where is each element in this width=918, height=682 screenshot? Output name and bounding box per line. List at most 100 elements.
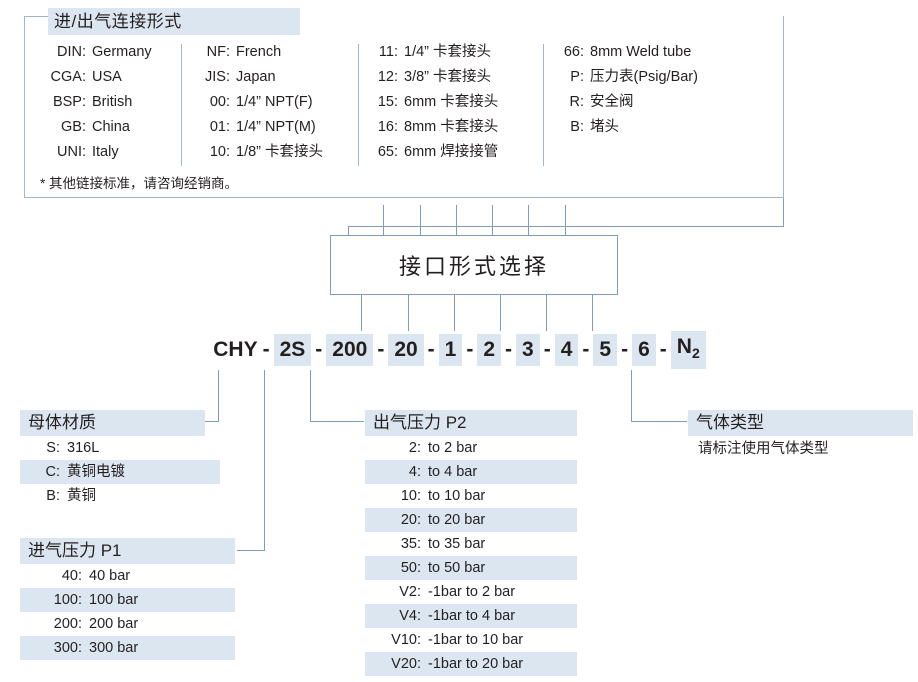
riser-3 xyxy=(420,205,421,236)
option-code: B: xyxy=(46,488,60,504)
option-desc: -1bar to 10 bar xyxy=(428,632,524,648)
elbow-inlet-horizontal xyxy=(237,550,265,551)
option-row: 2: to 2 bar xyxy=(365,436,577,460)
dropper-5 xyxy=(546,295,547,331)
connection-code: B: xyxy=(570,119,584,135)
connection-desc: 8mm 卡套接头 xyxy=(404,119,499,135)
connection-desc: China xyxy=(92,119,130,135)
connection-code: 01: xyxy=(209,119,230,135)
connection-code: 16: xyxy=(377,119,398,135)
connection-row: 11:1/4” 卡套接头 xyxy=(372,40,532,65)
connection-desc: 1/8” 卡套接头 xyxy=(236,144,324,160)
option-desc: 200 bar xyxy=(89,616,139,632)
option-row: 100: 100 bar xyxy=(20,588,235,612)
option-code: 50: xyxy=(400,560,421,576)
option-code: 2: xyxy=(408,440,421,456)
option-row: 200:200 bar xyxy=(20,612,235,636)
code-separator: - xyxy=(466,338,474,361)
option-code: V10: xyxy=(391,632,421,648)
connection-code: R: xyxy=(569,94,585,110)
connection-row: 12: 3/8” 卡套接头 xyxy=(372,65,532,90)
code-token: 20 xyxy=(388,334,424,366)
connection-code: 15: xyxy=(377,94,398,110)
option-row: S:316L xyxy=(20,436,220,460)
connection-code: NF: xyxy=(206,44,230,60)
connection-desc: 6mm 焊接接管 xyxy=(404,144,499,160)
option-desc: 黄铜电镀 xyxy=(67,464,125,480)
gas-type-panel: 气体类型 请标注使用气体类型 xyxy=(688,410,913,462)
body-material-list: S:316L C: 黄铜电镀 B: 黄铜 xyxy=(20,436,220,508)
connection-row: CGA: USA xyxy=(44,65,174,90)
code-token: 2 xyxy=(477,334,502,366)
option-code: V4: xyxy=(399,608,421,624)
option-desc: 黄铜 xyxy=(67,488,96,504)
option-desc: 100 bar xyxy=(89,592,139,608)
option-row: 35:to 35 bar xyxy=(365,532,577,556)
gas-type-title: 气体类型 xyxy=(688,410,913,436)
connection-row: JIS: Japan xyxy=(196,65,346,90)
connection-form-note: * 其他链接标准，请咨询经销商。 xyxy=(40,176,239,191)
code-separator: - xyxy=(582,338,590,361)
connection-desc: British xyxy=(92,94,133,110)
riser-7 xyxy=(565,205,566,236)
connection-desc: 6mm 卡套接头 xyxy=(404,94,499,110)
code-token: 1 xyxy=(438,334,463,366)
code-separator: - xyxy=(315,338,323,361)
option-row: 300:300 bar xyxy=(20,636,235,660)
option-row: 20:to 20 bar xyxy=(365,508,577,532)
connection-code: 65: xyxy=(377,144,398,160)
option-desc: -1bar to 4 bar xyxy=(428,608,516,624)
code-token: 5 xyxy=(593,334,618,366)
connection-code: 00: xyxy=(209,94,230,110)
connection-row: BSP:British xyxy=(44,90,174,115)
connection-code: 12: xyxy=(377,69,398,85)
connection-row: 01:1/4” NPT(M) xyxy=(196,115,346,140)
connection-code: GB: xyxy=(61,119,86,135)
dropper-2 xyxy=(408,295,409,331)
outlet-pressure-title: 出气压力 P2 xyxy=(365,410,577,436)
connection-desc: Japan xyxy=(236,69,276,85)
option-code: 20: xyxy=(400,512,421,528)
code-separator: - xyxy=(543,338,551,361)
connection-desc: 安全阀 xyxy=(590,94,634,110)
connection-form-box xyxy=(24,16,784,198)
connection-code: JIS: xyxy=(205,69,230,85)
option-code: 100: xyxy=(53,592,82,608)
code-separator: - xyxy=(505,338,513,361)
connection-row: R: 安全阀 xyxy=(558,90,738,115)
gas-type-note: 请标注使用气体类型 xyxy=(698,441,829,457)
connection-column-3: 11:1/4” 卡套接头 12: 3/8” 卡套接头 15: 6mm 卡套接头 16: 8m… xyxy=(372,40,532,165)
connection-desc: USA xyxy=(92,69,122,85)
option-row: 10:to 10 bar xyxy=(365,484,577,508)
connection-desc: 3/8” 卡套接头 xyxy=(404,69,492,85)
connection-row: UNI:Italy xyxy=(44,140,174,165)
connection-row: 66:8mm Weld tube xyxy=(558,40,738,65)
riser-2 xyxy=(383,205,384,236)
option-row: 50: to 50 bar xyxy=(365,556,577,580)
option-desc: to 2 bar xyxy=(428,440,478,456)
connection-desc: Germany xyxy=(92,44,152,60)
option-code: 10: xyxy=(400,488,421,504)
connection-desc: French xyxy=(236,44,282,60)
code-separator: - xyxy=(427,338,435,361)
code-separator: - xyxy=(621,338,629,361)
option-desc: 316L xyxy=(67,440,100,456)
option-code: C: xyxy=(45,464,61,480)
option-row: C: 黄铜电镀 xyxy=(20,460,220,484)
code-separator: - xyxy=(659,338,667,361)
connection-desc: 堵头 xyxy=(590,119,619,135)
code-token: N2 xyxy=(670,330,706,370)
code-separator: - xyxy=(377,338,385,361)
option-desc: to 50 bar xyxy=(428,560,486,576)
connection-code: CGA: xyxy=(50,69,86,85)
option-desc: 300 bar xyxy=(89,640,139,656)
connection-row: 00:1/4” NPT(F) xyxy=(196,90,346,115)
column-divider-2 xyxy=(358,44,359,166)
column-divider-1 xyxy=(181,44,182,166)
